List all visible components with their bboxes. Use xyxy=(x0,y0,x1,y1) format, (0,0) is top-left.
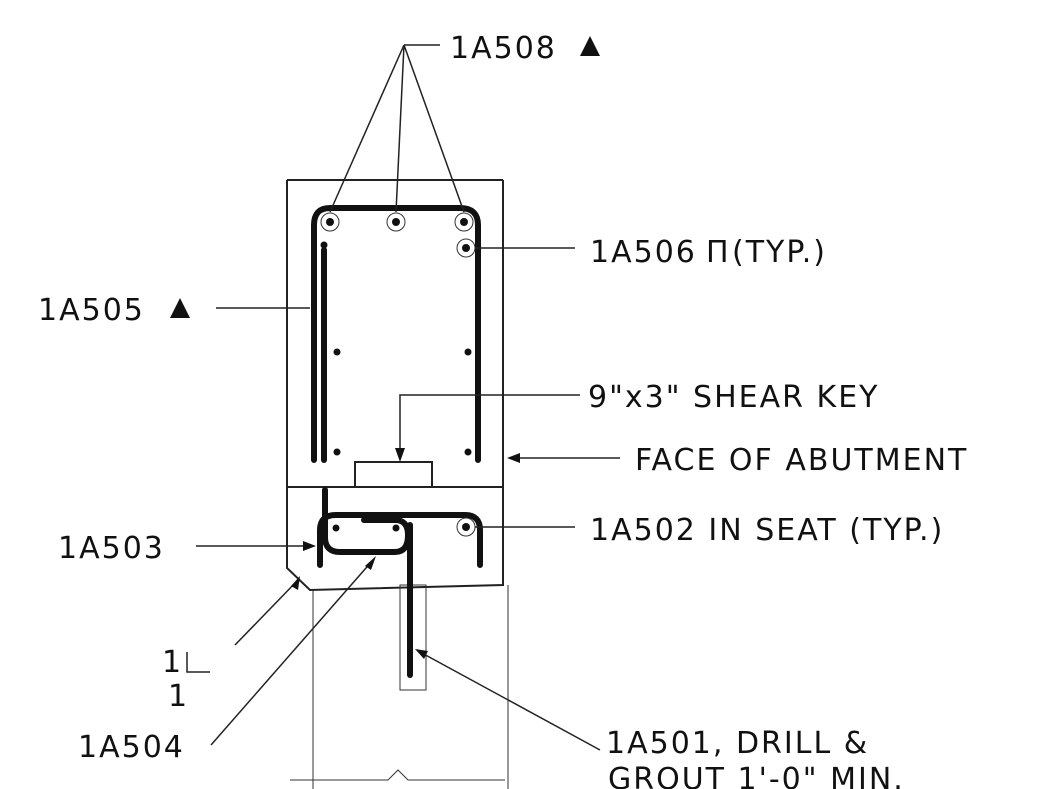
pi-marker: Π xyxy=(706,235,731,270)
rebar-1a508-circles xyxy=(320,212,474,232)
label-face-of-abutment: FACE OF ABUTMENT xyxy=(635,443,968,478)
label-1a506: 1A506 xyxy=(590,235,697,270)
column-outline xyxy=(290,584,509,789)
backwall-outline xyxy=(286,179,504,487)
label-1a506-suffix: (TYP.) xyxy=(732,235,827,270)
label-1a503: 1A503 xyxy=(58,531,165,566)
label-1a505: 1A505 xyxy=(38,293,145,328)
rebar-1a504 xyxy=(322,487,411,555)
label-1a501-line2: GROUT 1'-0" MIN. xyxy=(608,762,905,789)
interior-bar-dots xyxy=(320,241,472,532)
seat-outline xyxy=(286,487,504,592)
slope-top: 1 xyxy=(162,645,183,680)
label-shear-key: 9"x3" SHEAR KEY xyxy=(588,380,879,415)
slope-bottom: 1 xyxy=(168,679,189,714)
triangle-marker-1a508 xyxy=(580,36,600,56)
triangle-marker-1a505 xyxy=(170,298,190,318)
rebar-1a502-circle xyxy=(456,517,476,537)
label-1a501-line1: 1A501, DRILL & xyxy=(606,726,869,761)
break-line xyxy=(290,769,505,781)
rebar-1a506-circle xyxy=(456,238,476,258)
slope-symbol xyxy=(186,652,210,673)
rebar-1a505 xyxy=(311,205,481,463)
label-1a508: 1A508 xyxy=(450,31,557,66)
label-1a504: 1A504 xyxy=(78,730,185,765)
label-1a502: 1A502 IN SEAT (TYP.) xyxy=(590,513,944,548)
rebar-1a503 xyxy=(317,512,483,568)
shear-key-outline xyxy=(287,461,503,488)
leader-lines xyxy=(196,44,620,751)
